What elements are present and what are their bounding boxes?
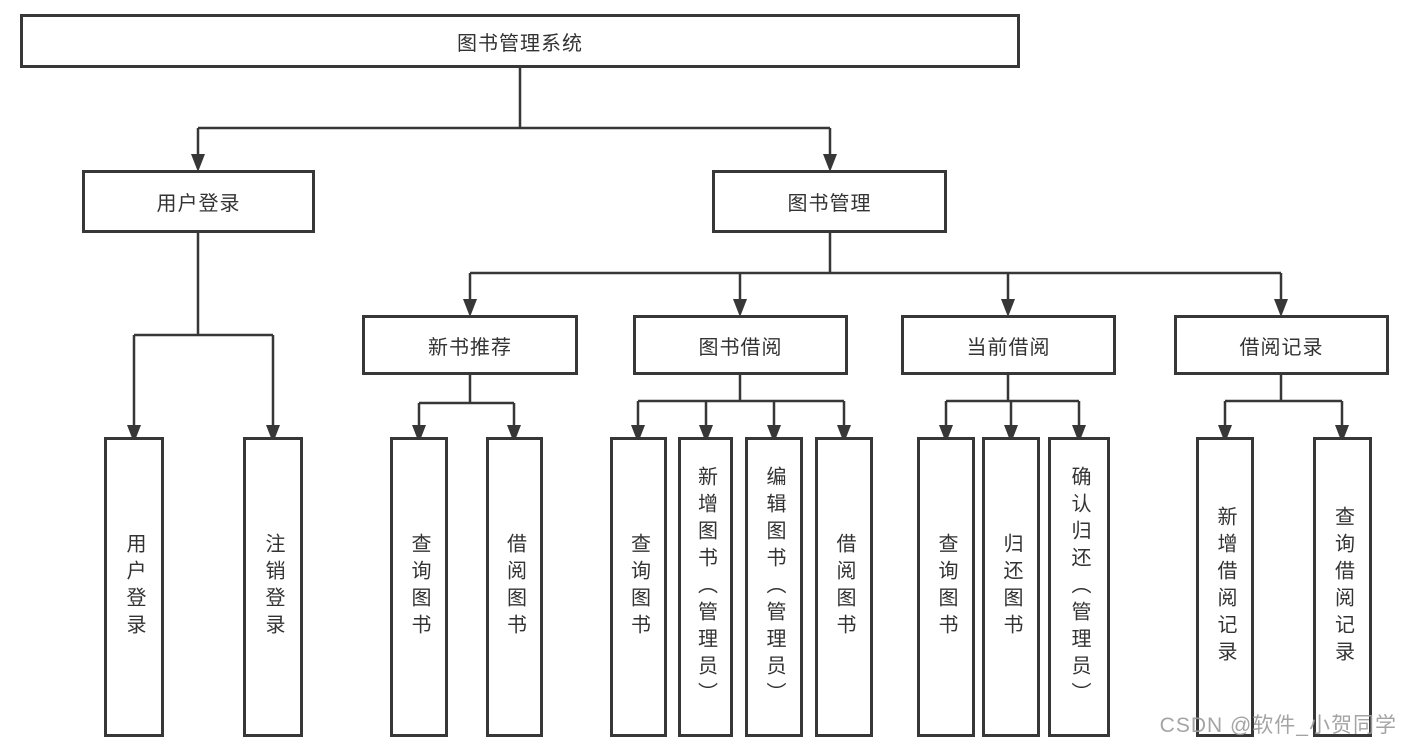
csdn-watermark: CSDN @软件_小贺同学 bbox=[1159, 714, 1397, 737]
node-new-book-recommend: 新书推荐 bbox=[362, 315, 578, 375]
leaf-return-books: 归还图书 bbox=[982, 437, 1040, 737]
leaf-confirm-return-admin: 确认归还（管理员） bbox=[1048, 437, 1110, 737]
leaf-logout: 注销登录 bbox=[243, 437, 303, 737]
node-user-login: 用户登录 bbox=[82, 170, 315, 233]
leaf-edit-books-admin: 编辑图书（管理员） bbox=[745, 437, 803, 737]
node-root-system: 图书管理系统 bbox=[20, 14, 1020, 68]
leaf-query-books-borrowing: 查询图书 bbox=[610, 437, 667, 737]
leaf-add-borrow-record: 新增借阅记录 bbox=[1196, 437, 1254, 737]
node-book-borrowing: 图书借阅 bbox=[633, 315, 848, 375]
leaf-add-books-admin: 新增图书（管理员） bbox=[678, 437, 733, 737]
node-book-management: 图书管理 bbox=[712, 170, 947, 233]
node-borrowing-records: 借阅记录 bbox=[1174, 315, 1389, 375]
leaf-borrow-books-recommend: 借阅图书 bbox=[486, 437, 543, 737]
leaf-query-books-recommend: 查询图书 bbox=[390, 437, 448, 737]
leaf-query-books-current: 查询图书 bbox=[917, 437, 975, 737]
leaf-user-login: 用户登录 bbox=[104, 437, 164, 737]
node-current-borrowing: 当前借阅 bbox=[901, 315, 1116, 375]
leaf-query-borrow-record: 查询借阅记录 bbox=[1313, 437, 1372, 737]
leaf-borrow-books-borrowing: 借阅图书 bbox=[815, 437, 873, 737]
